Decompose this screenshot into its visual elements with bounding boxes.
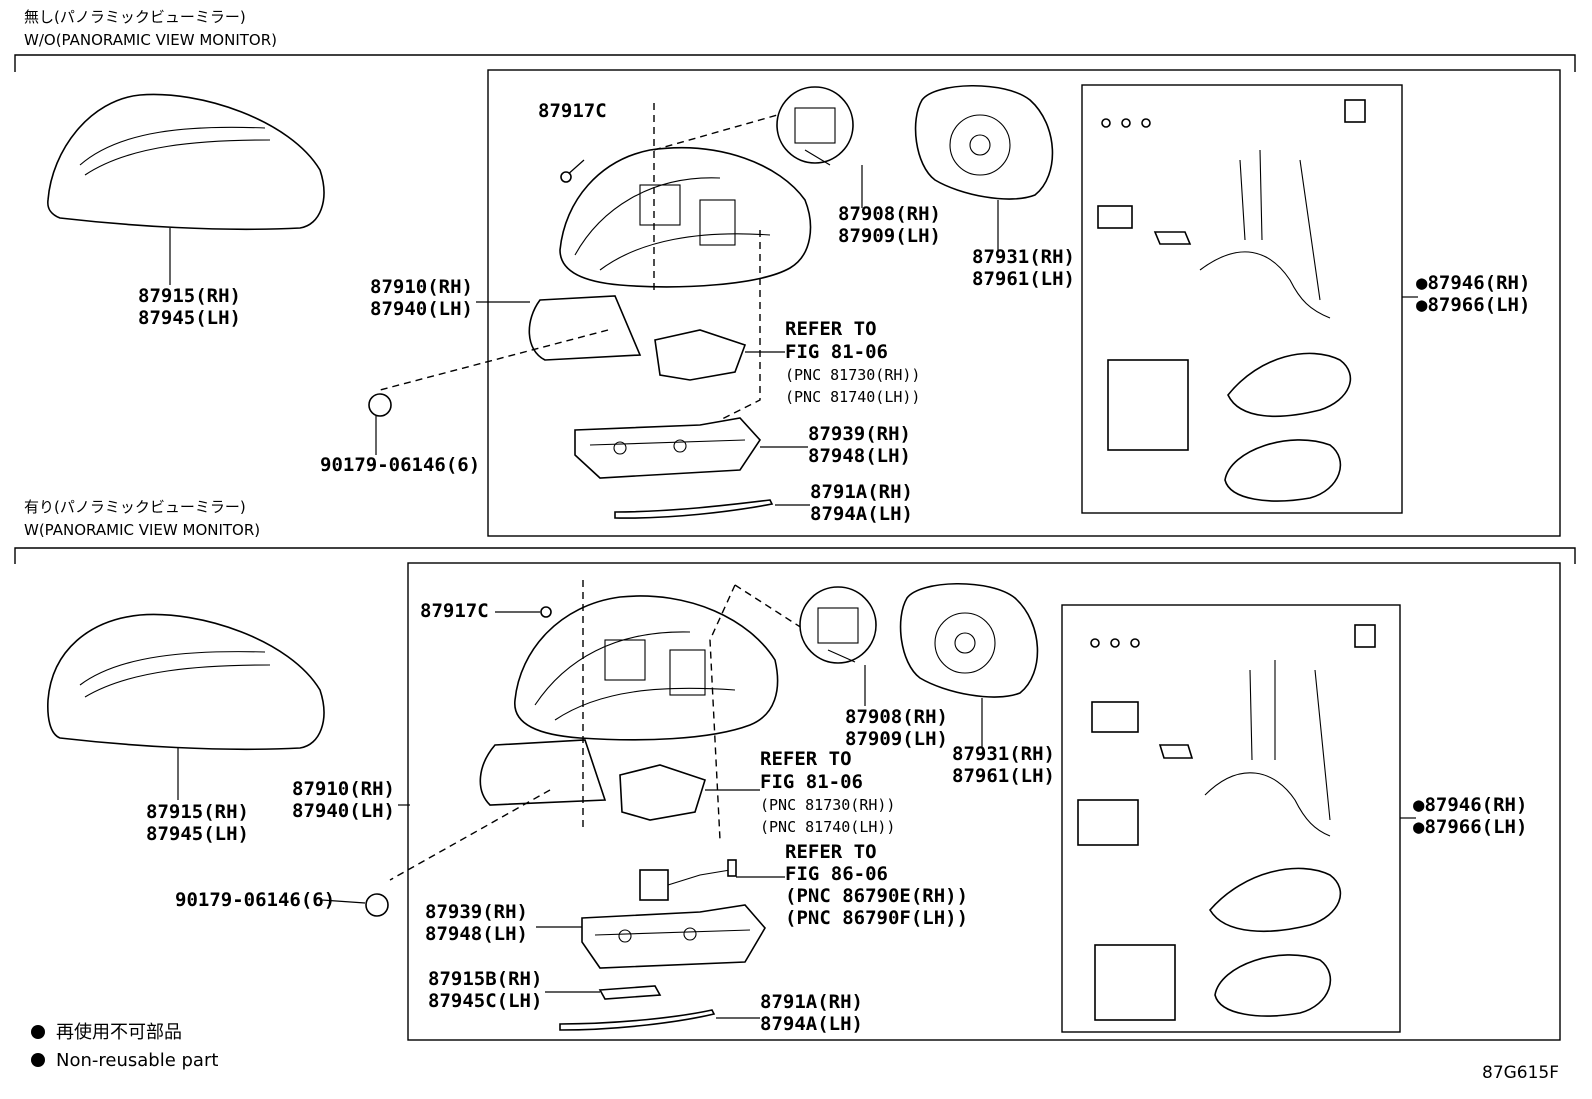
- bottom-refer1-title: REFER TO: [760, 748, 852, 770]
- bottom-main-frame: [407, 562, 1561, 1041]
- top-refer-part: [654, 329, 747, 381]
- bottom-mirror-body: [479, 595, 779, 806]
- top-glass-lh: 87961(LH): [972, 268, 1075, 290]
- bottom-dash-2: [734, 584, 806, 631]
- top-kit-contents: [1097, 99, 1366, 502]
- top-screw-label: 87917C: [538, 100, 607, 122]
- top-refer1-pnc-lh: (PNC 81740(LH)): [785, 388, 920, 406]
- bottom-clip-label: 90179-06146(6): [175, 889, 335, 911]
- bottom-screw-label: 87917C: [420, 600, 489, 622]
- top-cover-rh: 87915(RH): [138, 285, 241, 307]
- top-refer1-title: REFER TO: [785, 318, 877, 340]
- bottom-garnish-rh: 8791A(RH): [760, 991, 863, 1013]
- top-screw-icon: [560, 159, 585, 183]
- top-actuator: [776, 86, 854, 166]
- top-clip-icon: [368, 393, 392, 417]
- bottom-cover2-lh: 87945C(LH): [428, 990, 542, 1012]
- top-main-frame: [487, 69, 1561, 537]
- legend-en: Non-reusable part: [56, 1050, 218, 1071]
- top-clip-label: 90179-06146(6): [320, 454, 480, 476]
- top-dash-2: [719, 230, 761, 421]
- bottom-actuator-rh: 87908(RH): [845, 706, 948, 728]
- bottom-actuator: [799, 586, 877, 664]
- top-garnish: [614, 499, 774, 519]
- bottom-refer2-fig: FIG 86-06: [785, 863, 888, 885]
- top-dash-3: [653, 109, 796, 151]
- top-header-en: W/O(PANORAMIC VIEW MONITOR): [24, 31, 277, 49]
- top-kit-rh: ●87946(RH): [1416, 272, 1530, 294]
- diagram-code: 87G615F: [1482, 1063, 1559, 1083]
- bottom-refer2-pnc-lh: (PNC 86790F(LH)): [785, 907, 968, 929]
- bottom-kit-contents: [1077, 624, 1376, 1021]
- top-garnish-lh: 8794A(LH): [810, 503, 913, 525]
- bottom-glass-lh: 87961(LH): [952, 765, 1055, 787]
- bottom-header-en: W(PANORAMIC VIEW MONITOR): [24, 521, 260, 539]
- legend-ja: 再使用不可部品: [56, 1022, 182, 1043]
- legend-dot-icon: [31, 1025, 45, 1039]
- top-section-bracket: [14, 54, 1576, 72]
- bottom-dash-4: [389, 789, 551, 881]
- bottom-lamp-cover: [598, 985, 662, 1000]
- bottom-glass-rh: 87931(RH): [952, 743, 1055, 765]
- bottom-section-bracket: [14, 547, 1576, 564]
- bottom-lamp-lh: 87948(LH): [425, 923, 528, 945]
- top-garnish-rh: 8791A(RH): [810, 481, 913, 503]
- top-mirror-body: [528, 146, 812, 361]
- bottom-lamp-rh: 87939(RH): [425, 901, 528, 923]
- bottom-kit-rh: ●87946(RH): [1413, 794, 1527, 816]
- bottom-side-lamp: [581, 904, 766, 969]
- top-lamp-lh: 87948(LH): [808, 445, 911, 467]
- bottom-garnish-lh: 8794A(LH): [760, 1013, 863, 1035]
- legend-dot-icon: [31, 1053, 45, 1067]
- bottom-kit-lh: ●87966(LH): [1413, 816, 1527, 838]
- bottom-refer2-title: REFER TO: [785, 841, 877, 863]
- bottom-mirror-rh: 87910(RH): [292, 778, 395, 800]
- top-kit-frame: [1081, 84, 1403, 514]
- legend: 再使用不可部品 Non-reusable part: [31, 1022, 218, 1071]
- bottom-camera-part: [639, 859, 737, 901]
- bottom-refer2-pnc-rh: (PNC 86790E(RH)): [785, 885, 968, 907]
- top-kit-lh: ●87966(LH): [1416, 294, 1530, 316]
- top-lamp-rh: 87939(RH): [808, 423, 911, 445]
- bottom-cover-lh: 87945(LH): [146, 823, 249, 845]
- top-dash-4: [379, 329, 609, 391]
- top-refer1-fig: FIG 81-06: [785, 341, 888, 363]
- bottom-mirror-glass: [899, 582, 1039, 698]
- bottom-mirror-lh: 87940(LH): [292, 800, 395, 822]
- bottom-screw-icon: [540, 606, 552, 618]
- top-cover-lh: 87945(LH): [138, 307, 241, 329]
- top-header-ja: 無し(パノラミックビューミラー): [24, 8, 246, 26]
- bottom-refer1-pnc-lh: (PNC 81740(LH)): [760, 818, 895, 836]
- bottom-clip-leader: [321, 899, 366, 904]
- bottom-header-ja: 有り(パノラミックビューミラー): [24, 498, 246, 516]
- top-actuator-lh: 87909(LH): [838, 225, 941, 247]
- top-glass-rh: 87931(RH): [972, 246, 1075, 268]
- bottom-refer1-pnc-rh: (PNC 81730(RH)): [760, 796, 895, 814]
- top-mirror-glass: [914, 84, 1054, 200]
- top-mirror-lh: 87940(LH): [370, 298, 473, 320]
- bottom-refer1-part: [619, 764, 706, 821]
- bottom-actuator-lh: 87909(LH): [845, 728, 948, 750]
- bottom-refer1-fig: FIG 81-06: [760, 771, 863, 793]
- top-refer1-pnc-rh: (PNC 81730(RH)): [785, 366, 920, 384]
- top-actuator-rh: 87908(RH): [838, 203, 941, 225]
- bottom-dash-3: [709, 584, 736, 841]
- top-mirror-rh: 87910(RH): [370, 276, 473, 298]
- bottom-cover-rh: 87915(RH): [146, 801, 249, 823]
- bottom-garnish: [559, 1009, 716, 1031]
- bottom-mirror-cover: [47, 613, 325, 751]
- top-side-lamp: [574, 417, 762, 479]
- top-mirror-cover: [47, 93, 325, 231]
- bottom-cover2-rh: 87915B(RH): [428, 968, 542, 990]
- bottom-clip-icon: [365, 893, 389, 917]
